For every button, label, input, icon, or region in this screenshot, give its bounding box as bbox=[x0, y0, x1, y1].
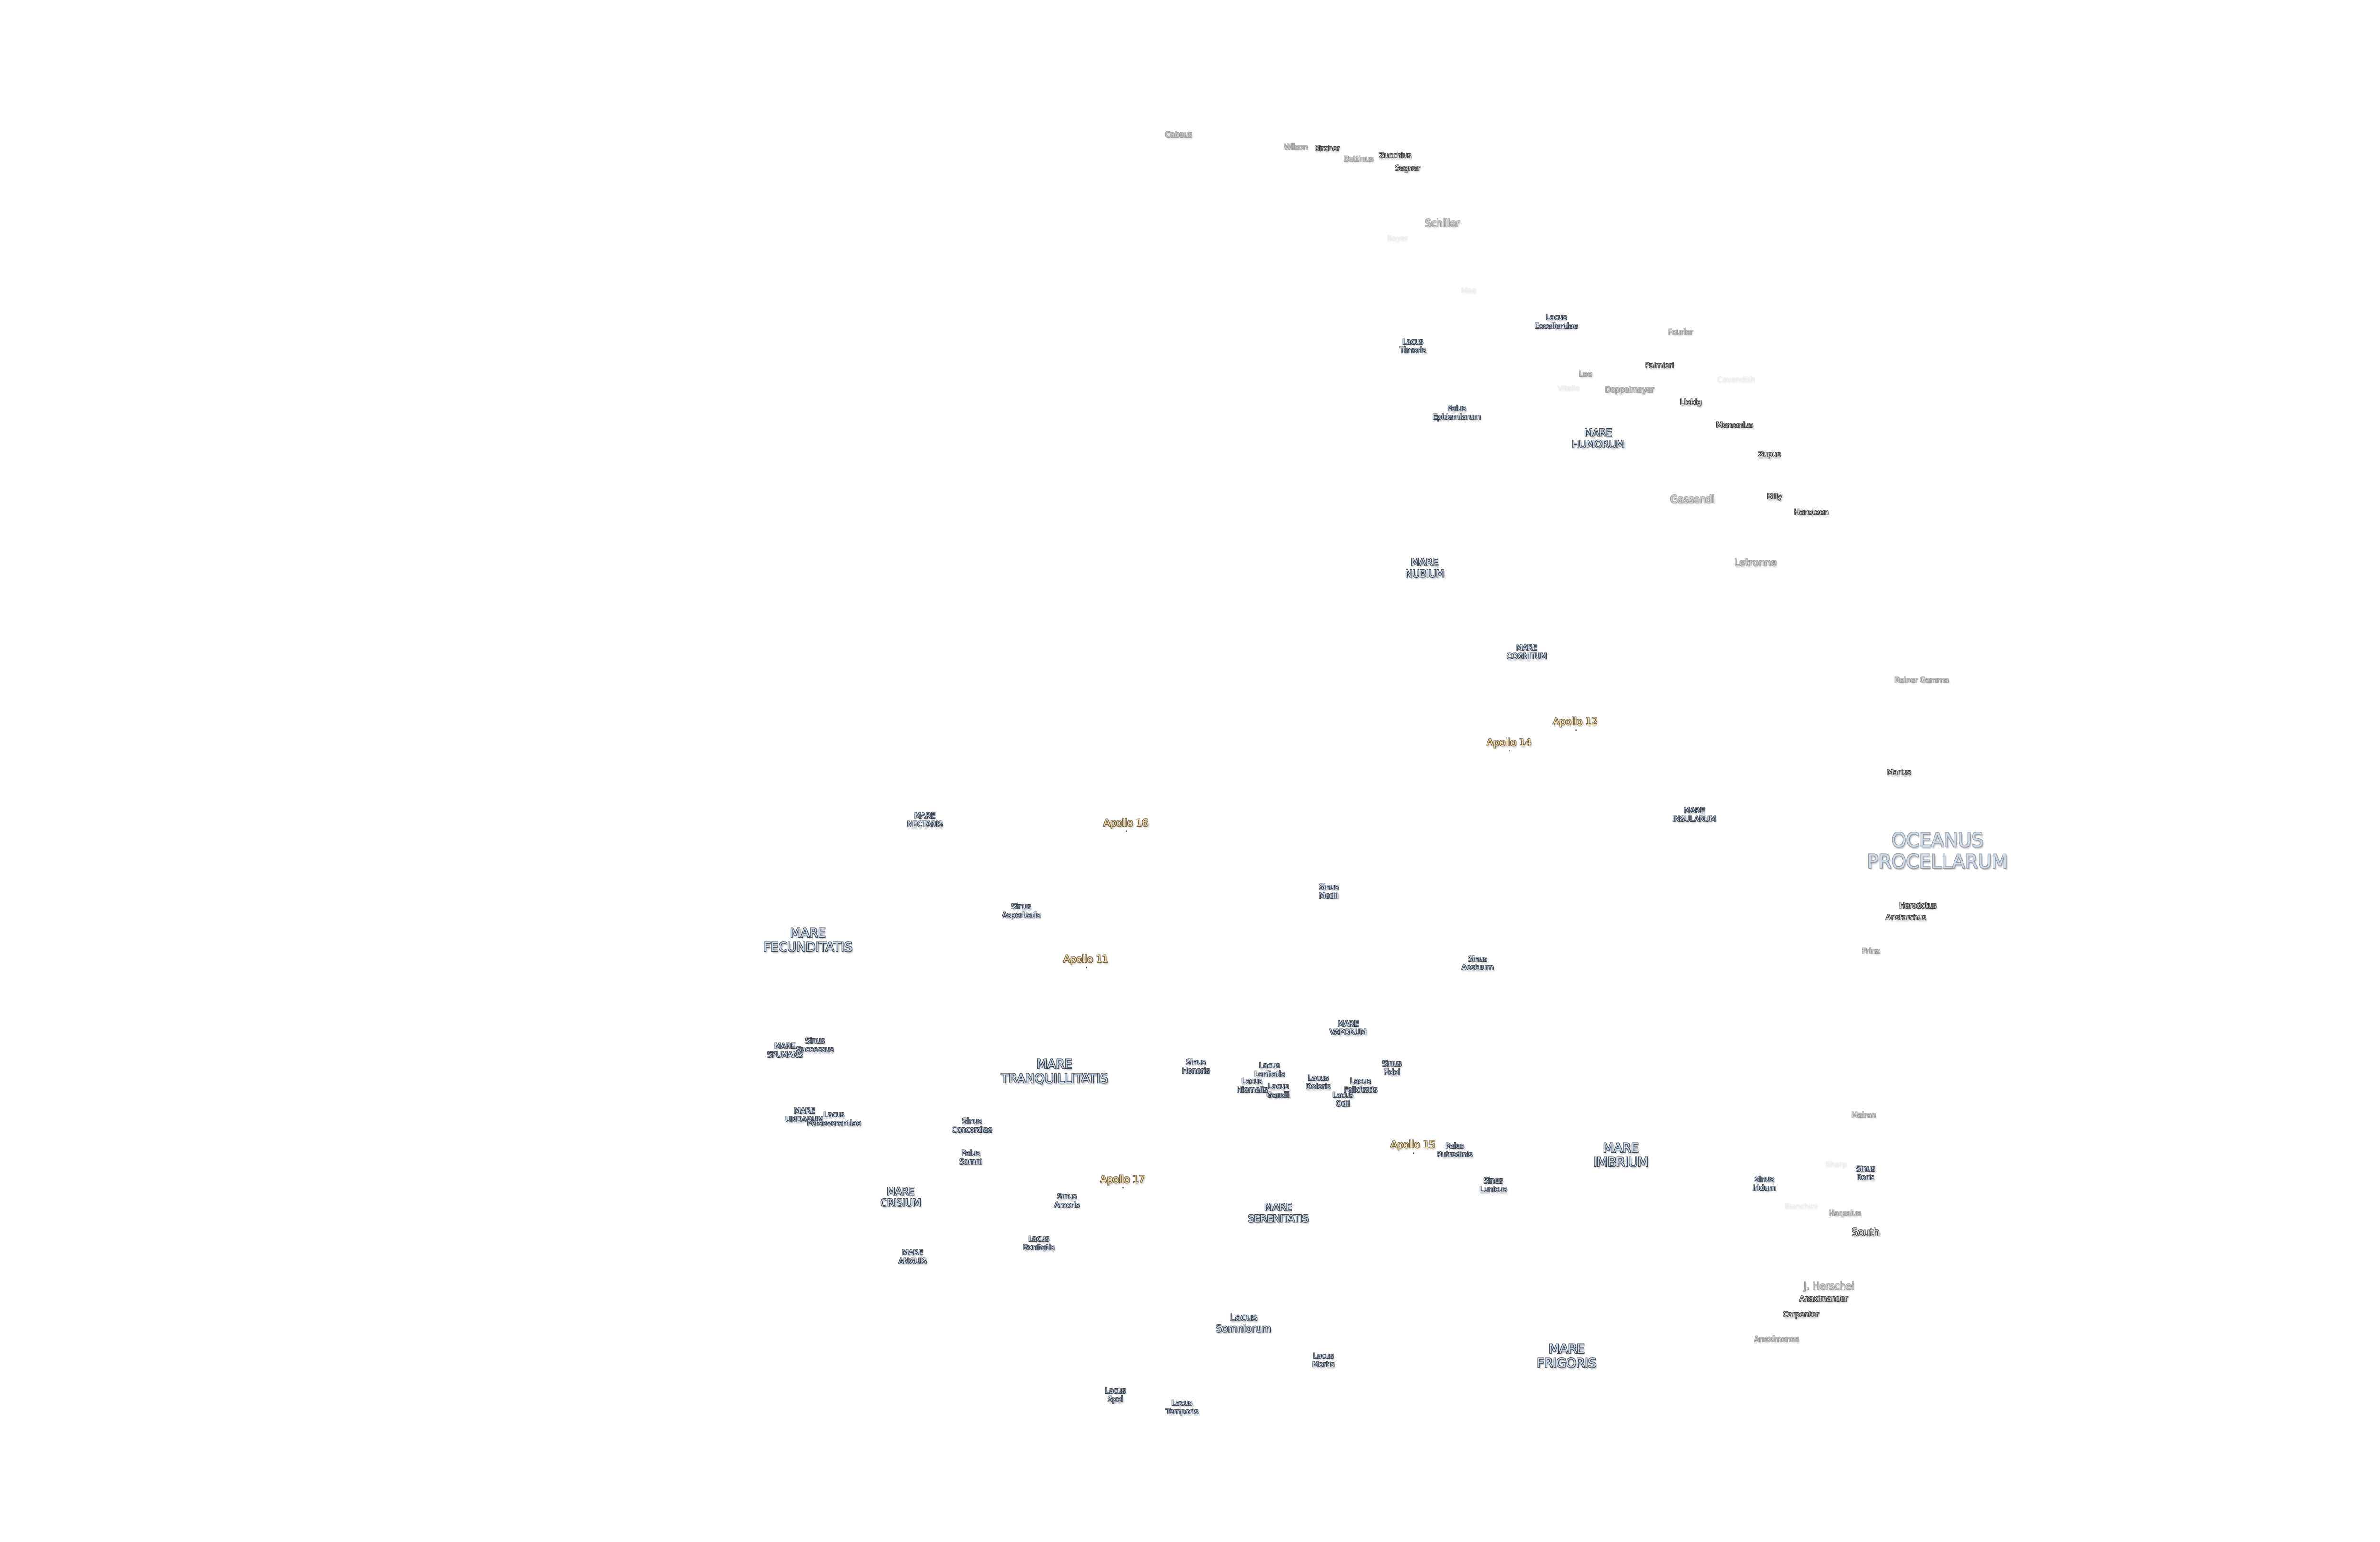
label-sinus-fidei: Sinus Fidei bbox=[1382, 1059, 1402, 1077]
label-liebig: Liebig bbox=[1680, 397, 1702, 407]
label-doppelmayer: Doppelmayer bbox=[1605, 385, 1654, 395]
label-sinus-amoris: Sinus Amoris bbox=[1054, 1192, 1080, 1209]
label-mare-imbrium: MARE IMBRIUM bbox=[1593, 1140, 1649, 1170]
label-sinus-medii: Sinus Medii bbox=[1319, 882, 1339, 900]
label-aristarchus: Aristarchus bbox=[1885, 913, 1926, 922]
label-sinus-concordiae: Sinus Concordiae bbox=[952, 1117, 992, 1134]
label-mare-fecunditatis: MARE FECUNDITATIS bbox=[763, 925, 853, 955]
label-kircher: Kircher bbox=[1314, 144, 1340, 153]
label-apollo-14: Apollo 14 bbox=[1487, 737, 1531, 751]
label-carpenter: Carpenter bbox=[1783, 1310, 1819, 1319]
label-harpalus: Harpalus bbox=[1828, 1208, 1861, 1218]
label-palmieri: Palmieri bbox=[1645, 361, 1674, 370]
label-prinz: Prinz bbox=[1862, 946, 1880, 956]
label-mare-vaporum: MARE VAPORUM bbox=[1329, 1019, 1367, 1037]
label-lacus-doloris: Lacus Doloris bbox=[1305, 1073, 1331, 1091]
label-lacus-felicitatis: Lacus Felicitatis bbox=[1344, 1077, 1377, 1094]
label-sinus-honoris: Sinus Honoris bbox=[1182, 1058, 1210, 1075]
label-sinus-aestuum: Sinus Aestuum bbox=[1461, 954, 1494, 972]
label-mee: Mee bbox=[1461, 286, 1477, 295]
label-sharp: Sharp bbox=[1825, 1159, 1847, 1169]
label-lacus-bonitatis: Lacus Bonitatis bbox=[1023, 1234, 1054, 1252]
label-lacus-somniorum: Lacus Somniorum bbox=[1215, 1311, 1271, 1334]
label-j-herschel: J. Herschel bbox=[1804, 1280, 1854, 1292]
label-mairan: Mairan bbox=[1851, 1110, 1876, 1120]
label-zupus: Zupus bbox=[1758, 450, 1781, 459]
label-mare-cognitum: MARE COGNITUM bbox=[1506, 643, 1547, 661]
label-lacus-perseverantiae: Lacus Perseverantiae bbox=[807, 1110, 861, 1127]
label-cabeus: Cabeus bbox=[1165, 130, 1192, 139]
label-mersenius: Mersenius bbox=[1716, 420, 1753, 430]
label-mare-spumans: MARE SPUMANS bbox=[767, 1041, 803, 1059]
label-apollo-17: Apollo 17 bbox=[1100, 1174, 1145, 1188]
label-mare-serenitatis: MARE SERENITATIS bbox=[1248, 1201, 1309, 1224]
label-gassendi: Gassendi bbox=[1670, 494, 1715, 505]
label-mare-undarum: MARE UNDARUM bbox=[785, 1106, 823, 1124]
label-letronne: Letronne bbox=[1734, 557, 1777, 569]
label-apollo-15: Apollo 15 bbox=[1390, 1139, 1435, 1154]
label-lacus-gaudii: Lacus Gaudii bbox=[1266, 1082, 1290, 1099]
label-sinus-asperitatis: Sinus Asperitatis bbox=[1002, 902, 1040, 919]
label-lacus-spei: Lacus Spei bbox=[1105, 1386, 1126, 1404]
label-mare-insularum: MARE INSULARUM bbox=[1672, 806, 1716, 823]
label-apollo-16: Apollo 16 bbox=[1103, 817, 1148, 832]
label-lacus-timoris: Lacus Timoris bbox=[1399, 337, 1426, 355]
label-lacus-lenitatis: Lacus Lenitatis bbox=[1254, 1061, 1285, 1078]
label-bettinus: Bettinus bbox=[1343, 154, 1374, 164]
label-sinus-iridum: Sinus Iridum bbox=[1752, 1175, 1776, 1192]
label-palus-somni: Palus Somni bbox=[959, 1148, 982, 1166]
label-mare-crisium: MARE CRISIUM bbox=[880, 1186, 921, 1208]
label-schiller: Schiller bbox=[1425, 217, 1460, 229]
label-sinus-roris: Sinus Roris bbox=[1855, 1164, 1875, 1182]
label-lacus-excellentiae: Lacus Excellentiae bbox=[1534, 313, 1578, 330]
label-south: South bbox=[1851, 1226, 1880, 1238]
label-bianchini: Bianchini bbox=[1784, 1201, 1817, 1211]
label-palus-epidemiarum: Palus Epidemiarum bbox=[1432, 404, 1481, 421]
label-apollo-11: Apollo 11 bbox=[1063, 953, 1108, 968]
label-mare-tranquillitatis: MARE TRANQUILLITATIS bbox=[1001, 1057, 1108, 1086]
label-sinus-successus: Sinus Successus bbox=[796, 1036, 834, 1054]
label-apollo-12: Apollo 12 bbox=[1553, 716, 1597, 731]
label-sinus-lunicus: Sinus Lunicus bbox=[1479, 1176, 1507, 1194]
label-herodotus: Herodotus bbox=[1899, 901, 1937, 910]
label-lacus-mortis: Lacus Mortis bbox=[1312, 1351, 1335, 1369]
label-fourier: Fourier bbox=[1667, 327, 1693, 337]
label-mare-humorum: MARE HUMORUM bbox=[1571, 427, 1625, 450]
label-vitello: Vitello bbox=[1557, 383, 1580, 393]
label-marius: Marius bbox=[1886, 768, 1911, 777]
label-palus-putredinis: Palus Putredinis bbox=[1437, 1141, 1473, 1159]
label-mare-frigoris: MARE FRIGORIS bbox=[1537, 1341, 1597, 1371]
label-wilson: Wilson bbox=[1284, 142, 1308, 152]
label-lacus-odii: Lacus Odii bbox=[1332, 1090, 1353, 1108]
label-mare-nectaris: MARE NECTARIS bbox=[907, 811, 943, 829]
label-mare-nubium: MARE NUBIUM bbox=[1405, 556, 1445, 579]
label-hansteen: Hansteen bbox=[1794, 507, 1829, 517]
label-cavendish: Cavendish bbox=[1717, 375, 1755, 384]
label-anaximenes: Anaximenes bbox=[1754, 1334, 1799, 1344]
label-lacus-temporis: Lacus Temporis bbox=[1166, 1398, 1198, 1416]
label-bayer: Bayer bbox=[1386, 233, 1408, 243]
label-oceanus-procellarum: OCEANUS PROCELLARUM bbox=[1867, 830, 2008, 873]
label-anaximander: Anaximander bbox=[1799, 1294, 1848, 1304]
label-mare-anguis: MARE ANGUIS bbox=[898, 1248, 927, 1265]
label-billy: Billy bbox=[1767, 492, 1782, 501]
label-lacus-hiemalis: Lacus Hiemalis bbox=[1236, 1077, 1268, 1094]
label-lee: Lee bbox=[1579, 369, 1592, 379]
label-segner: Segner bbox=[1395, 163, 1420, 173]
label-reiner-gamma: Reiner Gamma bbox=[1894, 675, 1949, 685]
label-zucchius: Zucchius bbox=[1379, 151, 1411, 160]
